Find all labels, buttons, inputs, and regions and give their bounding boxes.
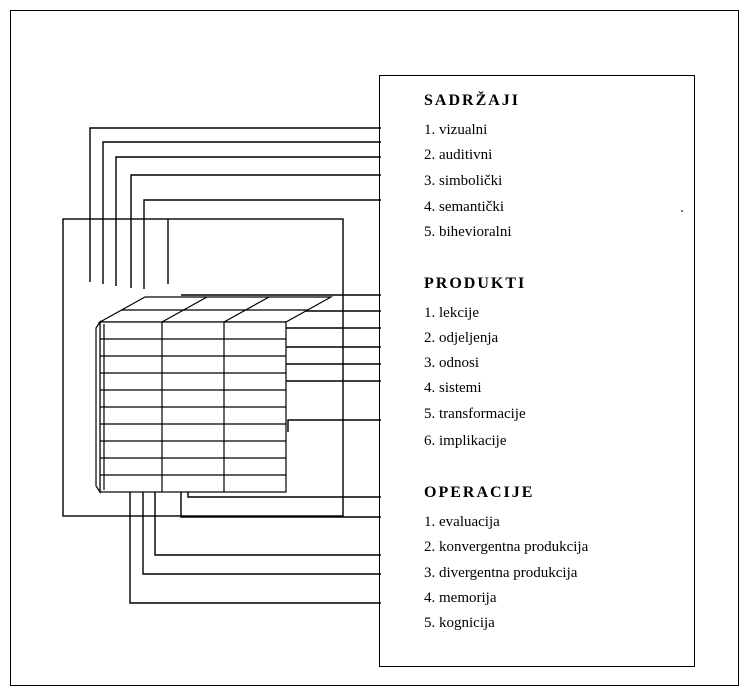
legend-item: 5. transformacije [424, 406, 526, 422]
legend-box: SADRŽAJI 1. vizualni 2. auditivni 3. sim… [379, 75, 695, 667]
stray-dot [681, 210, 683, 212]
connector-line-sadrzaji [89, 127, 381, 282]
legend-item: 6. implikacije [424, 433, 507, 449]
connector-line-produkti [287, 419, 381, 432]
figure-frame [10, 10, 739, 686]
connector-line-sadrzaji [130, 174, 381, 288]
legend-item: 4. memorija [424, 590, 497, 606]
content-rectangle [62, 218, 344, 517]
legend-item: 2. auditivni [424, 147, 493, 163]
section-title-operacije: OPERACIJE [424, 484, 535, 501]
legend-item: 4. sistemi [424, 380, 482, 396]
section-title-produkti: PRODUKTI [424, 275, 527, 292]
legend-item: 1. vizualni [424, 122, 488, 138]
legend-item: 2. konvergentna produkcija [424, 539, 589, 555]
legend-item: 1. lekcije [424, 305, 479, 321]
legend-item: 3. divergentna produkcija [424, 565, 578, 581]
legend-item: 3. odnosi [424, 355, 480, 371]
legend-item: 4. semantički [424, 199, 504, 215]
cube-model [95, 296, 334, 494]
connector-line-sadrzaji [115, 156, 381, 286]
connector-line-sadrzaji [143, 199, 381, 289]
legend-item: 5. kognicija [424, 615, 495, 631]
cube-side-face [95, 320, 101, 494]
legend-item: 5. bihevioralni [424, 224, 512, 240]
legend-item: 3. simbolički [424, 173, 503, 189]
section-title-sadrzaji: SADRŽAJI [424, 92, 521, 109]
legend-item: 1. evaluacija [424, 514, 500, 530]
legend-item: 2. odjeljenja [424, 330, 499, 346]
connector-line-sadrzaji [102, 141, 381, 284]
